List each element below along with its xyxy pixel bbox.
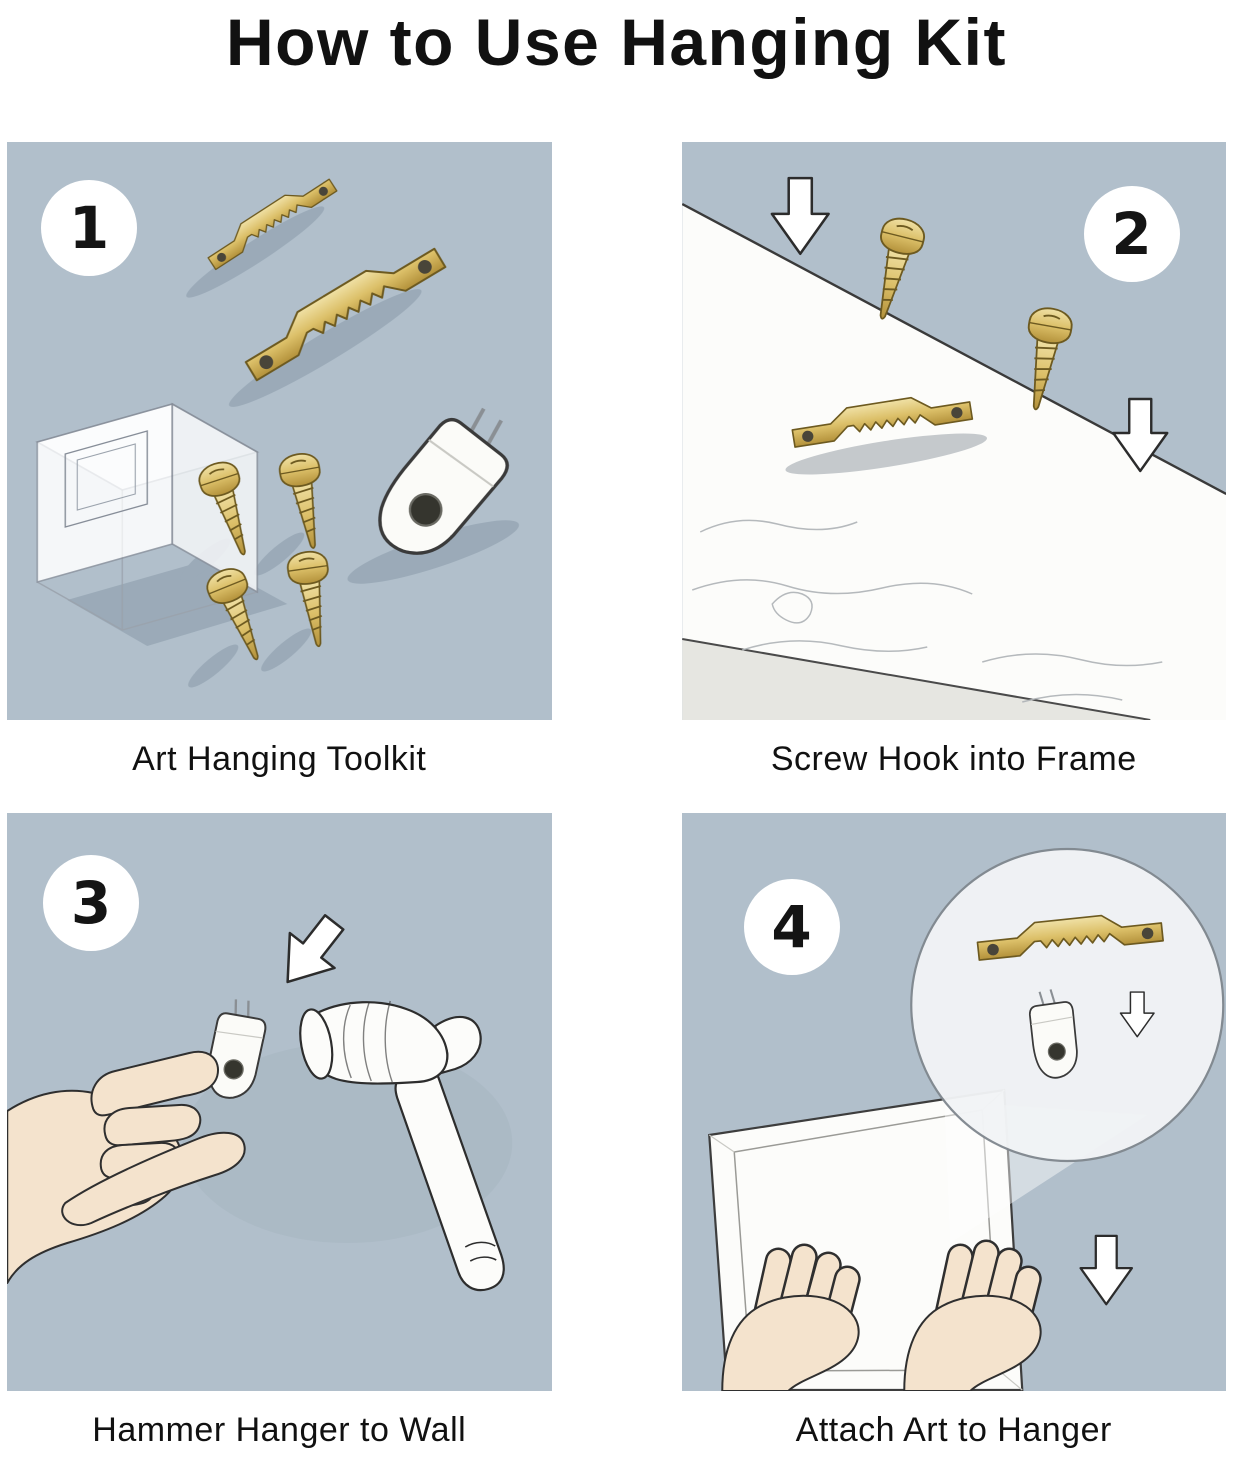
toolkit-illustration: [35, 169, 532, 688]
down-arrow-icon: [1078, 1234, 1133, 1306]
screw-into-frame-illustration: [681, 176, 1226, 720]
step-number: 3: [70, 868, 112, 937]
infographic-page: How to Use Hanging Kit: [7, 5, 1226, 1449]
step-1-caption: Art Hanging Toolkit: [132, 739, 427, 778]
step-number: 2: [1111, 199, 1152, 268]
screw-icon: [276, 449, 334, 553]
hammer-illustration: [7, 903, 513, 1292]
step-3-caption: Hammer Hanger to Wall: [92, 1410, 467, 1449]
step-2-caption: Screw Hook into Frame: [770, 739, 1137, 778]
panel-screw-hook: 2: [681, 141, 1226, 720]
step-number: 1: [68, 193, 110, 262]
page-title: How to Use Hanging Kit: [226, 5, 1007, 79]
down-arrow-icon: [770, 176, 830, 255]
steps-grid: 1 Art Hanging Toolkit: [7, 141, 1226, 1484]
sawtooth-hanger-icon: [236, 233, 447, 382]
wood-grain: [691, 519, 1162, 703]
step-4-caption: Attach Art to Hanger: [795, 1410, 1112, 1449]
magnifier-circle: [909, 847, 1224, 1163]
wood-frame: [681, 202, 1226, 720]
hanger-shadow: [784, 433, 987, 475]
step-2: 2 Screw Hook into Frame: [681, 141, 1226, 813]
step-number: 4: [771, 892, 812, 961]
attach-art-illustration: [707, 847, 1224, 1391]
hand-icon: [902, 1239, 1042, 1391]
step-number-badge: 2: [1083, 185, 1180, 282]
step-number-badge: 3: [43, 854, 139, 951]
step-number-badge: 4: [743, 878, 840, 975]
step-number-badge: 1: [41, 179, 137, 276]
hand-icon: [7, 1050, 246, 1284]
panel-toolkit: 1: [7, 141, 552, 720]
panel-attach-art: 4: [681, 812, 1226, 1391]
panel-hammer: 3: [7, 812, 552, 1391]
hand-icon: [720, 1243, 861, 1391]
screw-icon: [285, 548, 340, 650]
step-4: 4 Attach Art to Hanger: [681, 812, 1226, 1484]
hammer-icon: [299, 1000, 505, 1292]
step-1: 1 Art Hanging Toolkit: [7, 141, 552, 813]
down-left-arrow-icon: [264, 903, 358, 1001]
step-3: 3 Hammer Hanger to Wall: [7, 812, 552, 1484]
